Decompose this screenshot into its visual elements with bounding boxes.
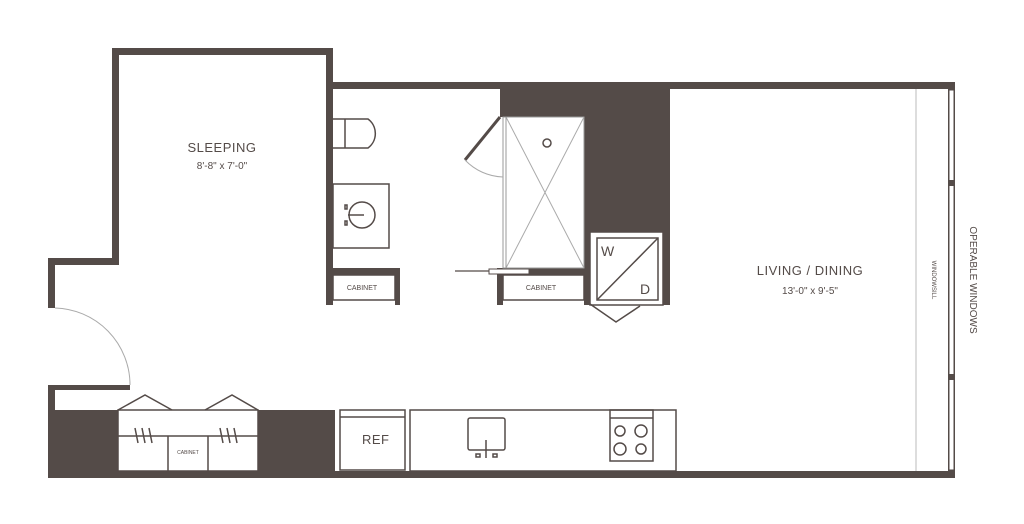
living-dims: 13'-0" x 9'-5"	[782, 286, 838, 297]
ref-label: REF	[362, 432, 390, 447]
room-labels: SLEEPING 8'-8" x 7'-0" LIVING / DINING 1…	[187, 140, 978, 334]
cabinet-label: CABINET	[347, 285, 378, 292]
dryer-label: D	[640, 281, 650, 297]
washer-label: W	[601, 243, 615, 259]
windows	[915, 89, 955, 471]
sleeping-name: SLEEPING	[187, 140, 256, 155]
walls	[48, 48, 955, 478]
closet[interactable]: CABINET	[117, 394, 259, 472]
cabinet-label: CABINET	[177, 450, 199, 456]
refrigerator: REF	[339, 409, 406, 471]
bathroom-sink	[332, 183, 390, 249]
cabinet-label: CABINET	[526, 285, 557, 292]
cabinet-bath: CABINET	[332, 274, 396, 301]
toilet	[333, 118, 377, 149]
windowsill-label: WINDOWSILL	[930, 261, 936, 300]
living-name: LIVING / DINING	[757, 263, 863, 278]
cabinet-hall: CABINET	[502, 274, 585, 301]
operable-windows-label: OPERABLE WINDOWS	[967, 226, 978, 334]
entry-door[interactable]	[54, 307, 131, 386]
kitchen-counter	[409, 409, 677, 472]
sleeping-dims: 8'-8" x 7'-0"	[197, 161, 248, 172]
washer-dryer: W D	[589, 231, 664, 323]
shower	[455, 116, 585, 275]
